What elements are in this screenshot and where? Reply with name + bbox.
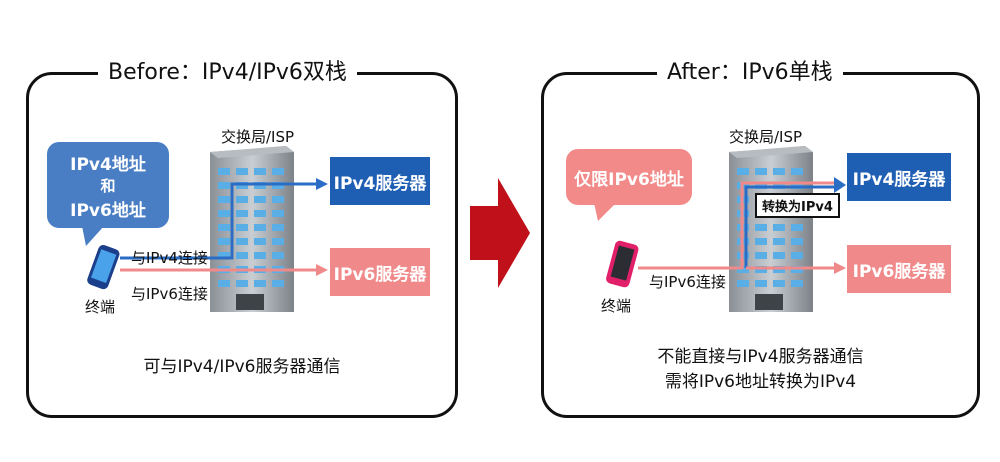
- after-ipv4-server: IPv4服务器: [847, 153, 951, 201]
- before-ipv6-server: IPv6服务器: [330, 248, 430, 296]
- before-bubble-tail: [82, 226, 104, 246]
- after-ipv6-conn-label: 与IPv6连接: [649, 273, 726, 291]
- before-caption: 可与IPv4/IPv6服务器通信: [143, 357, 341, 377]
- after-building-label: 交换局/ISP: [729, 128, 803, 146]
- after-caption-line1: 不能直接与IPv4服务器通信: [657, 347, 864, 367]
- before-building-label: 交换局/ISP: [221, 128, 295, 146]
- before-ipv6-conn-label: 与IPv6连接: [131, 285, 208, 303]
- after-terminal-label: 终端: [601, 297, 632, 315]
- after-ipv6-server: IPv6服务器: [847, 245, 951, 293]
- after-connection-lines: [638, 177, 846, 274]
- bubble-line1: IPv4地址: [70, 154, 146, 175]
- after-address-bubble: 仅限IPv6地址: [566, 149, 692, 205]
- bubble-line2: 和: [100, 176, 116, 195]
- after-bubble-tail: [594, 203, 616, 221]
- before-address-bubble: IPv4地址 和 IPv6地址: [47, 142, 169, 228]
- after-bubble-text: 仅限IPv6地址: [574, 169, 684, 190]
- before-phone-icon: [87, 244, 120, 290]
- after-title: After：IPv6单栈: [657, 56, 843, 90]
- transition-arrow-icon: [470, 178, 530, 288]
- after-phone-icon: [606, 240, 639, 288]
- before-terminal-label: 终端: [85, 298, 116, 316]
- before-connection-lines: [120, 178, 328, 276]
- before-ipv4-server: IPv4服务器: [330, 157, 430, 205]
- after-convert-label: 转换为IPv4: [755, 193, 840, 218]
- bubble-line3: IPv6地址: [70, 200, 146, 221]
- before-ipv4-conn-label: 与IPv4连接: [131, 249, 208, 267]
- after-caption-line2: 需将IPv6地址转换为IPv4: [664, 372, 857, 392]
- before-title: Before：IPv4/IPv6双栈: [98, 56, 357, 90]
